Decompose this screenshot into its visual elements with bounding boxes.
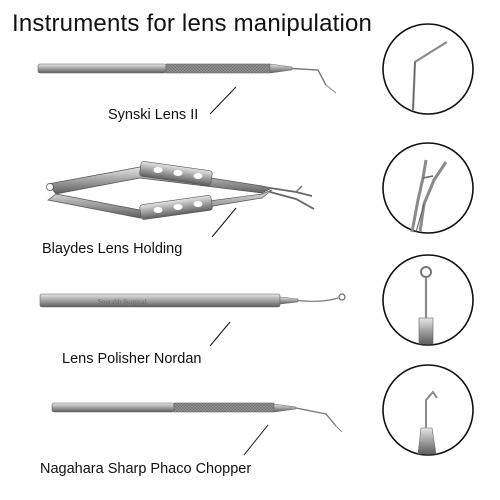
synski-lens-instrument (37, 63, 337, 115)
blaydes-forceps-instrument (46, 161, 315, 238)
nordan-polisher-icon (382, 254, 474, 346)
synski-hook-icon (382, 23, 474, 115)
nagahara-chopper-icon (382, 364, 474, 456)
blaydes-forceps-icon (382, 142, 474, 234)
label-lens-polisher-nordan: Lens Polisher Nordan (62, 351, 202, 367)
page-title: Instruments for lens manipulation (12, 10, 373, 37)
label-blaydes-lens-holding: Blaydes Lens Holding (42, 241, 183, 257)
engraving-text: Sourabh Surgical (98, 298, 146, 306)
nagahara-chopper-instrument (51, 402, 343, 456)
nordan-polisher-instrument: Sourabh Surgical (39, 293, 346, 347)
label-nagahara-phaco-chopper: Nagahara Sharp Phaco Chopper (40, 461, 252, 477)
label-synski-lens: Synski Lens II (108, 107, 199, 123)
